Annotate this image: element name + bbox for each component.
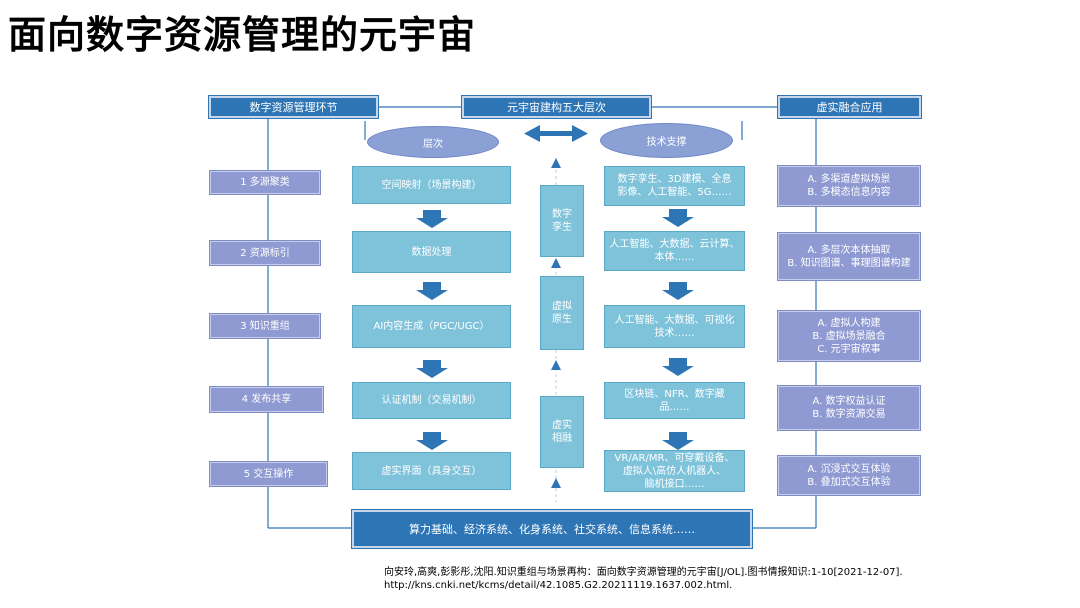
page-title: 面向数字资源管理的元宇宙: [8, 13, 477, 57]
app-3: A. 虚拟人构建 B. 虚拟场景融合 C. 元宇宙叙事: [777, 310, 921, 362]
app-5: A. 沉浸式交互体验 B. 叠加式交互体验: [777, 455, 921, 496]
step-1: 1 多源聚类: [209, 170, 321, 195]
app-4: A. 数字权益认证 B. 数字资源交易: [777, 385, 921, 431]
stage-virtual-native: 虚拟 原生: [540, 276, 584, 350]
app-2: A. 多层次本体抽取 B. 知识图谱、事理图谱构建: [777, 232, 921, 281]
foundation-bar: 算力基础、经济系统、化身系统、社交系统、信息系统……: [351, 509, 753, 549]
down-arrow-icon: [416, 210, 448, 450]
double-arrow-icon: [524, 125, 588, 142]
header-resource-management: 数字资源管理环节: [208, 95, 379, 119]
step-5: 5 交互操作: [209, 461, 328, 487]
tech-2: 人工智能、大数据、云计算、 本体……: [604, 231, 745, 271]
layer-ai-content: AI内容生成（PGC/UGC）: [352, 305, 511, 348]
stage-virtual-real-fusion: 虚实 相融: [540, 396, 584, 468]
step-2: 2 资源标引: [209, 240, 321, 266]
tech-1: 数字孪生、3D建模、全息 影像、人工智能、5G……: [604, 166, 745, 206]
stage-digital-twin: 数字 孪生: [540, 185, 584, 257]
tech-4: 区块链、NFR、数字藏 品……: [604, 382, 745, 419]
tech-5: VR/AR/MR、可穿戴设备、 虚拟人\高仿人机器人、 脑机接口……: [604, 450, 745, 492]
step-3: 3 知识重组: [209, 313, 321, 339]
layer-interface: 虚实界面（具身交互）: [352, 452, 511, 490]
layer-authentication: 认证机制（交易机制）: [352, 382, 511, 419]
layer-spatial-mapping: 空间映射（场景构建）: [352, 166, 511, 204]
citation-line-1: 向安玲,高爽,彭影彤,沈阳.知识重组与场景再构：面向数字资源管理的元宇宙[J/O…: [384, 567, 903, 578]
app-1: A. 多渠道虚拟场景 B. 多模态信息内容: [777, 165, 921, 207]
oval-tech-support: 技术支撑: [600, 123, 733, 158]
step-4: 4 发布共享: [209, 386, 324, 413]
header-five-layers: 元宇宙建构五大层次: [461, 95, 652, 119]
citation: 向安玲,高爽,彭影彤,沈阳.知识重组与场景再构：面向数字资源管理的元宇宙[J/O…: [384, 566, 903, 592]
layer-data-processing: 数据处理: [352, 231, 511, 273]
citation-url: http://kns.cnki.net/kcms/detail/42.1085.…: [384, 580, 733, 591]
tech-3: 人工智能、大数据、可视化 技术……: [604, 305, 745, 348]
header-applications: 虚实融合应用: [777, 95, 922, 119]
oval-layers: 层次: [367, 126, 499, 158]
down-arrow-icon: [662, 209, 694, 450]
